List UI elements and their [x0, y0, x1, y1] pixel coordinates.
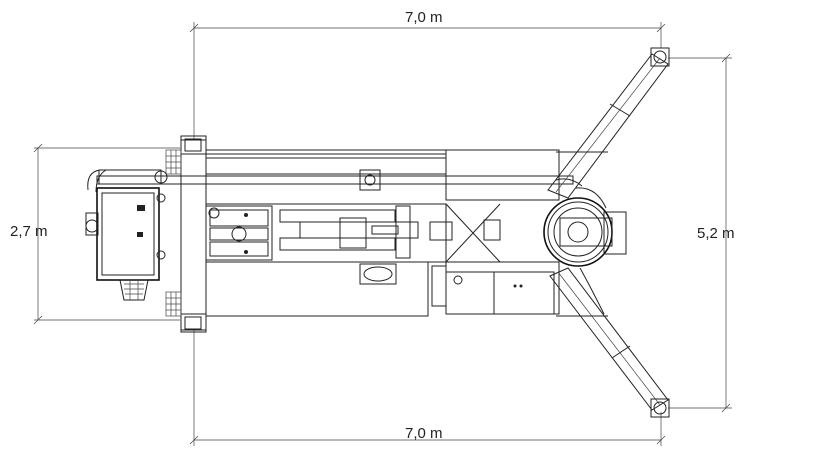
bottom-width-dimension: 7,0 m — [193, 330, 662, 446]
dimension-ticks — [33, 23, 731, 445]
turret — [543, 178, 627, 315]
upper-front-outrigger — [547, 47, 670, 199]
engine-block — [85, 169, 168, 301]
bottom-width-label: 7,0 m — [405, 425, 443, 442]
front-chassis — [429, 149, 560, 315]
lower-front-outrigger — [549, 267, 670, 418]
top-width-label: 7,0 m — [405, 9, 443, 26]
left-height-label: 2,7 m — [10, 223, 48, 240]
right-height-dimension: 5,2 m — [668, 57, 735, 409]
right-height-label: 5,2 m — [697, 225, 735, 242]
left-outrigger-beam — [165, 135, 207, 333]
chassis-body — [96, 149, 574, 317]
left-height-dimension: 2,7 m — [10, 147, 180, 321]
top-width-dimension: 7,0 m — [193, 9, 662, 140]
